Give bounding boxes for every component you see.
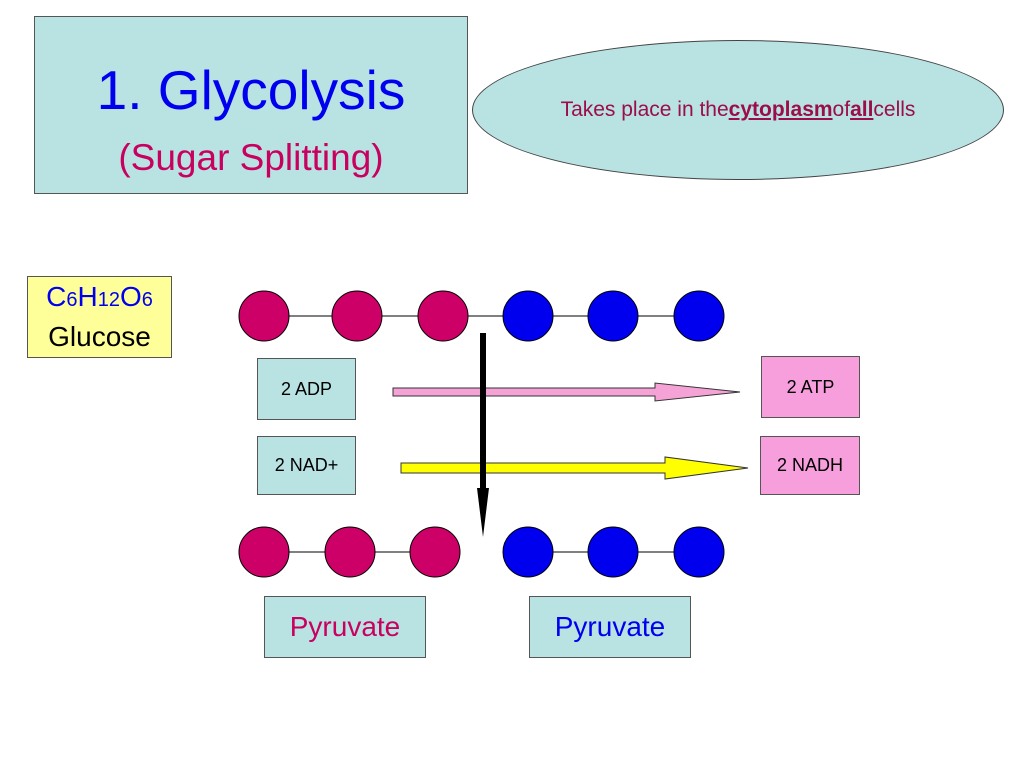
pyruvate-left-carbon-3	[409, 526, 461, 578]
location-term-cytoplasm: cytoplasm	[728, 98, 833, 121]
title-main: 1. Glycolysis	[96, 59, 406, 121]
pyruvate-right-label: Pyruvate	[529, 596, 691, 658]
pyruvate-right-carbon-2	[587, 526, 639, 578]
pyruvate-left-carbon-1	[238, 526, 290, 578]
formula-o: O	[119, 281, 142, 312]
glucose-carbon-3	[417, 290, 469, 342]
formula-h: H	[77, 281, 98, 312]
nad-to-nadh-arrow	[400, 456, 749, 480]
glucose-box: C6H12O6 Glucose	[27, 276, 172, 358]
pyruvate-right-carbon-1	[502, 526, 554, 578]
pyruvate-left-label: Pyruvate	[264, 596, 426, 658]
pyruvate-left-carbon-2	[324, 526, 376, 578]
location-middle: of	[832, 98, 851, 121]
glucose-carbon-1	[238, 290, 290, 342]
glucose-carbon-4	[502, 290, 554, 342]
pyruvate-right-carbon-3	[673, 526, 725, 578]
reaction-down-arrow	[477, 333, 489, 537]
glucose-formula: C6H12O6	[28, 283, 171, 311]
nadh-box: 2 NADH	[760, 436, 860, 495]
location-suffix: cells	[873, 98, 916, 121]
location-prefix: Takes place in the	[560, 98, 729, 121]
glucose-name: Glucose	[48, 321, 151, 352]
glucose-carbon-5	[587, 290, 639, 342]
glucose-carbon-2	[331, 290, 383, 342]
location-term-all: all	[850, 98, 874, 121]
adp-to-atp-arrow	[392, 382, 741, 402]
formula-c: C	[46, 281, 67, 312]
formula-h-count: 12	[97, 289, 120, 311]
nad-box: 2 NAD+	[257, 436, 356, 495]
adp-box: 2 ADP	[257, 358, 356, 420]
location-callout: Takes place in the cytoplasm of all cell…	[472, 40, 1004, 180]
title-subtitle: (Sugar Splitting)	[118, 137, 384, 178]
formula-o-count: 6	[141, 289, 153, 311]
formula-c-count: 6	[66, 289, 78, 311]
glucose-carbon-6	[673, 290, 725, 342]
title-box: 1. Glycolysis (Sugar Splitting)	[34, 16, 468, 194]
atp-box: 2 ATP	[761, 356, 860, 418]
